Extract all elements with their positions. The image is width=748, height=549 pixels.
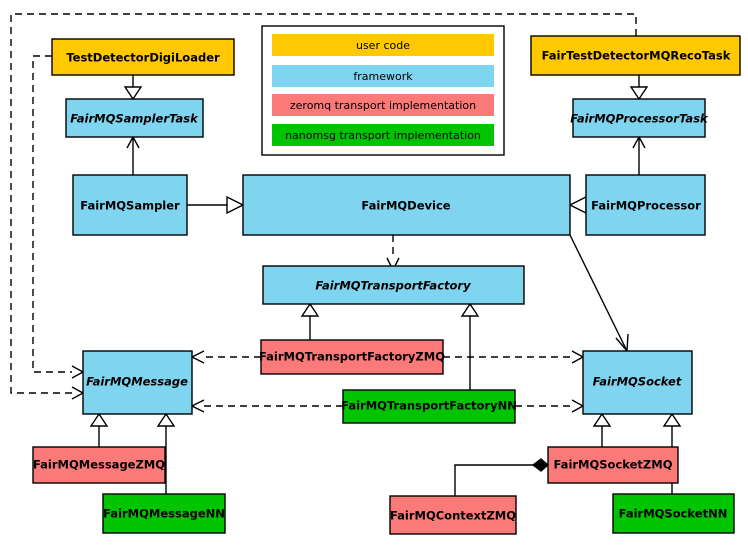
edge-digiloader-recotask-frame [10, 13, 637, 394]
node-label-fair-mq-device: FairMQDevice [361, 199, 450, 213]
node-label-fair-mq-sampler-task: FairMQSamplerTask [70, 112, 199, 126]
node-label-fair-mq-context-zmq: FairMQContextZMQ [390, 509, 516, 523]
legend-swatch-user-code [272, 34, 494, 56]
legend-item-nanomsg: nanomsg transport implementation [272, 124, 494, 146]
edge-socketzmq-contextzmq [454, 464, 533, 496]
legend-swatch-zeromq [272, 94, 494, 116]
arrowhead-hollow-socket-left [592, 412, 612, 427]
node-fair-mq-message-nn[interactable]: FairMQMessageNN [102, 493, 226, 534]
node-fair-mq-socket-zmq[interactable]: FairMQSocketZMQ [547, 446, 679, 484]
node-fair-mq-socket[interactable]: FairMQSocket [582, 350, 693, 415]
node-fair-mq-transport-factory[interactable]: FairMQTransportFactory [262, 265, 525, 305]
legend-label-framework: framework [353, 70, 413, 83]
arrowhead-hollow-samplertask [123, 86, 143, 101]
node-label-fair-mq-sampler: FairMQSampler [80, 199, 180, 213]
node-label-fair-mq-socket-zmq: FairMQSocketZMQ [554, 458, 673, 472]
node-label-fair-mq-message-nn: FairMQMessageNN [103, 507, 225, 521]
arrowhead-hollow-device-right [568, 195, 587, 215]
legend-swatch-nanomsg [272, 124, 494, 146]
node-fair-test-detector-mq-reco-task[interactable]: FairTestDetectorMQRecoTask [530, 35, 741, 76]
arrowhead-open-socket-left-lower [571, 399, 585, 413]
legend-label-zeromq: zeromq transport implementation [290, 99, 476, 112]
node-label-fair-mq-socket: FairMQSocket [593, 375, 682, 389]
edge-digiloader-message-frame [32, 55, 72, 373]
legend-item-zeromq: zeromq transport implementation [272, 94, 494, 116]
legend-swatch-framework [272, 65, 494, 87]
arrowhead-diamond-composition [531, 458, 550, 472]
arrowhead-hollow-processortask [629, 86, 649, 101]
node-label-fair-test-detector-mq-reco-task: FairTestDetectorMQRecoTask [542, 49, 731, 63]
arrowhead-open-message-upper [71, 365, 85, 379]
node-fair-mq-message-zmq[interactable]: FairMQMessageZMQ [32, 446, 166, 484]
node-label-fair-mq-socket-nn: FairMQSocketNN [619, 507, 728, 521]
node-fair-mq-device[interactable]: FairMQDevice [242, 174, 571, 236]
node-label-fair-mq-processor-task: FairMQProcessorTask [570, 112, 709, 126]
node-label-fair-mq-message-zmq: FairMQMessageZMQ [33, 458, 165, 472]
arrowhead-open-message-right-lower [190, 399, 205, 413]
arrowhead-hollow-message-left [89, 412, 109, 427]
node-test-detector-digi-loader[interactable]: TestDetectorDigiLoader [51, 38, 235, 76]
arrowhead-hollow-tf-right [460, 302, 480, 317]
node-fair-mq-message[interactable]: FairMQMessage [82, 350, 193, 415]
node-label-fair-mq-transport-factory-zmq: FairMQTransportFactoryZMQ [259, 350, 445, 364]
node-fair-mq-processor-task[interactable]: FairMQProcessorTask [570, 98, 709, 138]
node-label-fair-mq-processor: FairMQProcessor [591, 199, 701, 213]
node-label-fair-mq-message: FairMQMessage [86, 375, 188, 389]
node-fair-mq-sampler[interactable]: FairMQSampler [72, 174, 188, 236]
legend-item-framework: framework [272, 65, 494, 87]
legend-frame [261, 25, 505, 156]
arrowhead-open-message-right-upper [190, 350, 205, 364]
arrowhead-open-message-lower [71, 386, 85, 400]
node-fair-mq-processor[interactable]: FairMQProcessor [585, 174, 706, 236]
legend-label-user-code: user code [356, 39, 410, 52]
arrowhead-open-socket-left-upper [571, 350, 585, 364]
legend-label-nanomsg: nanomsg transport implementation [285, 129, 481, 142]
legend-item-user-code: user code [272, 34, 494, 56]
arrowhead-hollow-message-right [156, 412, 176, 427]
legend: user code framework zeromq transport imp… [261, 25, 505, 156]
node-fair-mq-transport-factory-nn[interactable]: FairMQTransportFactoryNN [341, 389, 517, 424]
arrowhead-hollow-tf-left [300, 302, 320, 317]
node-fair-mq-context-zmq[interactable]: FairMQContextZMQ [389, 495, 517, 535]
node-label-test-detector-digi-loader: TestDetectorDigiLoader [66, 51, 220, 65]
edge-device-socket [569, 234, 628, 352]
node-fair-mq-socket-nn[interactable]: FairMQSocketNN [612, 493, 735, 534]
arrowhead-hollow-device-left [226, 195, 245, 215]
node-fair-mq-transport-factory-zmq[interactable]: FairMQTransportFactoryZMQ [259, 339, 445, 375]
node-fair-mq-sampler-task[interactable]: FairMQSamplerTask [65, 98, 204, 138]
node-label-fair-mq-transport-factory-nn: FairMQTransportFactoryNN [341, 399, 517, 413]
node-label-fair-mq-transport-factory: FairMQTransportFactory [315, 279, 471, 293]
arrowhead-hollow-socket-right [662, 412, 682, 427]
